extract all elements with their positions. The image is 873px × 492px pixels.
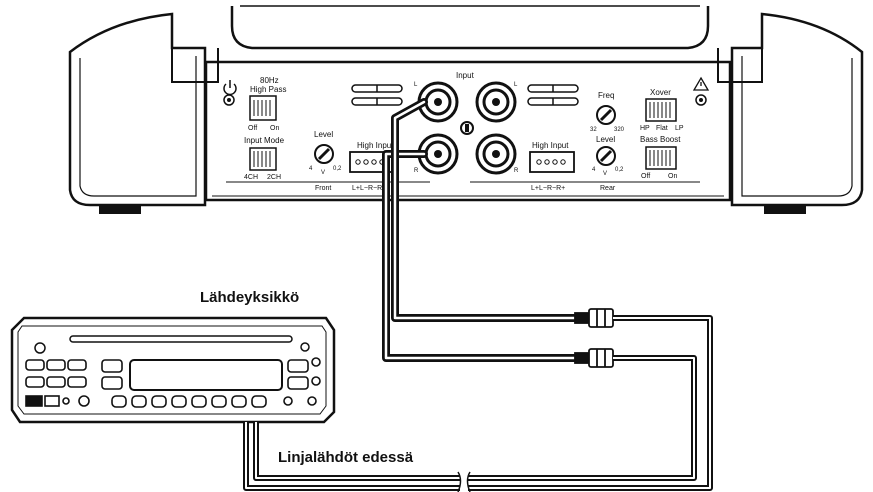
xover-switch[interactable] [645, 98, 677, 122]
level-left-label: Level [314, 130, 333, 139]
high-pass-label: High Pass [250, 85, 286, 94]
slot-indicators-left [351, 84, 403, 106]
freq-min-label: 32 [590, 127, 597, 133]
level-left-unit-label: V [321, 170, 325, 176]
power-icon [223, 80, 237, 96]
high-input-right-pins-label: L+L−R−R+ [531, 185, 565, 192]
level-right-max-label: 0,2 [615, 167, 624, 173]
head-unit [10, 316, 336, 424]
rca-cables [382, 98, 579, 362]
level-knob-left[interactable] [314, 144, 334, 164]
high-pass-off-label: Off [248, 125, 257, 132]
input-label: Input [456, 71, 475, 80]
high-input-right-label: High Input [532, 141, 569, 150]
warning-triangle-icon [692, 76, 710, 91]
amplifier [68, 5, 864, 214]
level-right-min-label: 4 [592, 167, 596, 173]
high-input-left-pins-label: L+L−R−R+ [352, 185, 386, 192]
bass-boost-switch[interactable] [645, 146, 677, 170]
xover-lp-label: LP [675, 125, 684, 132]
line-outputs-caption: Linjalähdöt edessä [278, 449, 414, 466]
high-pass-on-label: On [270, 125, 279, 132]
high-input-right-connector[interactable] [529, 151, 575, 173]
xover-label: Xover [650, 88, 671, 97]
freq-knob[interactable] [596, 105, 616, 125]
rca-plug-upper [574, 308, 614, 328]
ch4-label: 4CH [244, 174, 258, 181]
high-input-left-label: High Input [357, 141, 394, 150]
high-pass-switch[interactable] [249, 95, 277, 121]
hz80-label: 80Hz [260, 76, 279, 85]
level-left-min-label: 4 [309, 166, 313, 172]
line-output-cables [243, 315, 713, 491]
input-l2-label: L [514, 82, 518, 88]
xover-flat-label: Flat [656, 125, 668, 132]
rca-plug-lower [574, 348, 614, 368]
level-right-label: Level [596, 135, 615, 144]
input-mode-label: Input Mode [244, 136, 285, 145]
rca-jack-rear-left[interactable] [475, 81, 517, 123]
bass-boost-label: Bass Boost [640, 135, 681, 144]
center-screw-icon [460, 121, 474, 135]
cable-break-mark [457, 471, 471, 492]
slot-indicators-right [527, 84, 579, 106]
freq-max-label: 320 [614, 127, 625, 133]
source-unit-title: Lähdeyksikkö [200, 289, 299, 306]
bass-boost-on-label: On [668, 173, 677, 180]
indicator-led-right [695, 94, 707, 106]
freq-label: Freq [598, 91, 614, 100]
level-right-unit-label: V [603, 171, 607, 177]
level-knob-right[interactable] [596, 146, 616, 166]
input-r1-label: R [414, 168, 419, 174]
input-l1-label: L [414, 82, 418, 88]
input-r2-label: R [514, 168, 519, 174]
rca-jack-rear-right[interactable] [475, 133, 517, 175]
head-unit-buttons[interactable] [25, 357, 321, 408]
xover-hp-label: HP [640, 125, 650, 132]
front-label: Front [315, 185, 331, 192]
ch2-label: 2CH [267, 174, 281, 181]
bass-boost-off-label: Off [641, 173, 650, 180]
rear-label: Rear [600, 185, 616, 192]
indicator-led-left [223, 94, 235, 106]
input-mode-switch[interactable] [249, 147, 277, 171]
level-left-max-label: 0,2 [333, 166, 342, 172]
